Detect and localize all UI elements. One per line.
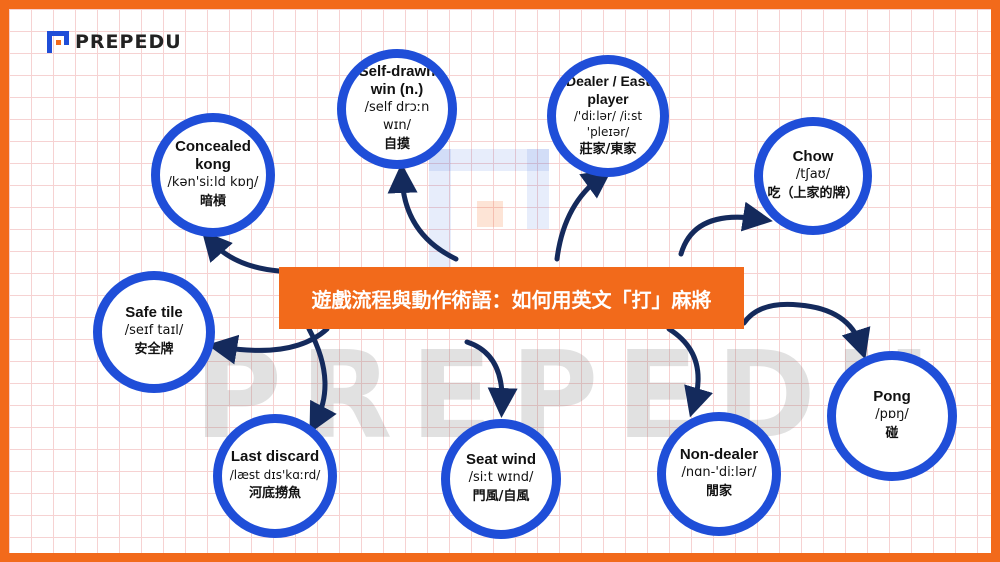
chinese-term: 莊家/東家 <box>579 142 637 157</box>
term: Self-drawn win (n.) <box>358 63 436 98</box>
chinese-term: 安全牌 <box>134 342 174 357</box>
arrow-to-seat-wind <box>464 339 518 418</box>
ipa: /pɒŋ/ <box>875 407 909 422</box>
chinese-term: 吃（上家的牌） <box>767 186 859 201</box>
node-safe-tile: Safe tile /seɪf taɪl/ 安全牌 <box>93 271 215 393</box>
node-chow: Chow /tʃaʊ/ 吃（上家的牌） <box>754 117 872 235</box>
arrow-to-self-drawn <box>387 163 459 262</box>
ipa: /'diːlər/ /iːst 'pleɪər/ <box>573 109 643 139</box>
chinese-term: 閒家 <box>705 484 732 499</box>
watermark-logo <box>429 149 549 269</box>
arrow-to-concealed-kong <box>201 230 282 274</box>
node-non-dealer: Non-dealer /nɑn-'diːlər/ 閒家 <box>657 412 781 536</box>
center-title: 遊戲流程與動作術語：如何用英文「打」麻將 <box>279 267 744 329</box>
brand-logo: PREPEDU <box>47 31 182 53</box>
arrows-layer <box>201 163 871 434</box>
node-seat-wind: Seat wind /siːt wɪnd/ 門風/自風 <box>441 419 561 539</box>
ipa: /seɪf taɪl/ <box>124 323 184 338</box>
term: Dealer / East player <box>565 73 651 107</box>
arrow-to-chow <box>678 201 773 257</box>
node-concealed-kong: Concealed kong /kən'siːld kɒŋ/ 暗槓 <box>151 113 275 237</box>
ipa: /nɑn-'diːlər/ <box>681 465 757 480</box>
arrow-to-non-dealer <box>666 326 713 418</box>
ipa: /self drɔːn wɪn/ <box>364 100 430 133</box>
term: Seat wind <box>465 451 536 468</box>
ipa: /tʃaʊ/ <box>795 167 831 182</box>
term: Concealed kong <box>175 138 251 173</box>
term: Pong <box>873 388 911 405</box>
term: Non-dealer <box>679 446 759 463</box>
ipa: /kən'siːld kɒŋ/ <box>167 175 259 190</box>
term: Chow <box>792 148 834 165</box>
chinese-term: 碰 <box>885 426 899 441</box>
node-pong: Pong /pɒŋ/ 碰 <box>827 351 957 481</box>
term: Last discard <box>230 448 320 465</box>
node-self-drawn-win: Self-drawn win (n.) /self drɔːn wɪn/ 自摸 <box>337 49 457 169</box>
ipa: /siːt wɪnd/ <box>468 470 534 485</box>
prepedu-logo-icon <box>47 31 69 53</box>
node-dealer-east-player: Dealer / East player /'diːlər/ /iːst 'pl… <box>547 55 669 177</box>
chinese-term: 暗槓 <box>199 194 226 209</box>
term: Safe tile <box>125 304 183 321</box>
arrow-to-pong <box>741 301 871 360</box>
arrow-to-safe-tile <box>207 326 330 365</box>
chinese-term: 自摸 <box>383 137 410 152</box>
arrow-to-dealer <box>554 168 613 262</box>
logo-text: PREPEDU <box>75 31 182 53</box>
chinese-term: 門風/自風 <box>472 489 530 504</box>
node-last-discard: Last discard /læst dɪs'kɑːrd/ 河底撈魚 <box>213 414 337 538</box>
ipa: /læst dɪs'kɑːrd/ <box>229 468 321 482</box>
chinese-term: 河底撈魚 <box>248 486 301 501</box>
arrow-to-last-discard <box>306 326 337 434</box>
